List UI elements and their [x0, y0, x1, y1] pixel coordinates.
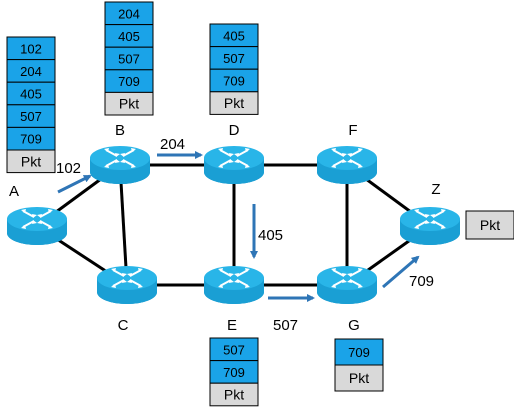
packet-label: Pkt: [349, 370, 369, 386]
router-icon: [204, 146, 264, 184]
router-icon: [317, 146, 377, 184]
packet-label: Pkt: [224, 95, 244, 111]
hop-arrow: [57, 174, 92, 194]
router-icon: [7, 207, 67, 245]
router-icon: [317, 266, 377, 304]
router-label: G: [348, 317, 360, 334]
router-icon: [90, 146, 150, 184]
router-label: D: [229, 122, 240, 139]
router-icon: [204, 266, 264, 304]
packet-label: Pkt: [119, 96, 139, 112]
router-icon: [400, 207, 460, 245]
label-stacks: 102204405507709Pkt204405507709Pkt4055077…: [6, 1, 514, 407]
label-value: 709: [20, 132, 42, 147]
router-label: Z: [431, 181, 440, 198]
label-value: 507: [20, 109, 42, 124]
hop-label: 204: [160, 136, 185, 153]
router-label: E: [227, 317, 237, 334]
router-a[interactable]: A: [7, 183, 67, 245]
hop-b-d: 204: [157, 136, 203, 159]
packet-cell: [209, 91, 259, 115]
hop-arrows: 102 204 405 507 709: [56, 136, 434, 334]
hop-g-z: 709: [382, 255, 434, 290]
router-label: F: [348, 122, 357, 139]
router-e[interactable]: E: [204, 266, 264, 334]
label-value: 709: [348, 345, 370, 360]
packet-cell: [209, 382, 259, 407]
packet-label: Pkt: [480, 217, 500, 233]
router-b[interactable]: B: [90, 122, 150, 184]
label-value: 507: [118, 52, 140, 67]
link-b-c: [118, 164, 129, 286]
packet-cell: [6, 149, 56, 174]
router-label: C: [118, 317, 129, 334]
hop-label: 102: [56, 160, 81, 177]
label-value: 709: [118, 74, 140, 89]
router-f[interactable]: F: [317, 122, 377, 184]
label-stack-z: Pkt: [465, 210, 514, 240]
router-icon: [97, 266, 157, 304]
label-value: 102: [20, 41, 42, 56]
hop-label: 709: [409, 273, 434, 290]
router-c[interactable]: C: [97, 266, 157, 334]
router-d[interactable]: D: [204, 122, 264, 184]
label-value: 405: [118, 29, 140, 44]
router-label: A: [9, 183, 19, 200]
label-value: 204: [118, 6, 140, 21]
label-value: 507: [223, 342, 245, 357]
hop-a-b: 102: [56, 160, 92, 194]
packet-cell: [104, 91, 154, 116]
label-value: 405: [223, 28, 245, 43]
routers: A B C D E F G Z: [7, 122, 460, 334]
router-label: B: [115, 122, 125, 139]
router-z[interactable]: Z: [400, 181, 460, 245]
packet-label: Pkt: [224, 387, 244, 403]
label-value: 507: [223, 51, 245, 66]
label-value: 204: [20, 64, 42, 79]
router-g[interactable]: G: [317, 266, 377, 334]
hop-e-g: 507: [268, 294, 315, 334]
packet-cell: [465, 210, 514, 240]
hop-d-e: 405: [250, 204, 283, 259]
label-value: 709: [223, 365, 245, 380]
hop-label: 507: [273, 317, 298, 334]
packet-label: Pkt: [21, 153, 41, 169]
hop-arrow: [382, 255, 420, 289]
label-value: 709: [223, 74, 245, 89]
packet-cell: [334, 364, 384, 392]
label-value: 405: [20, 87, 42, 102]
hop-label: 405: [258, 227, 283, 244]
